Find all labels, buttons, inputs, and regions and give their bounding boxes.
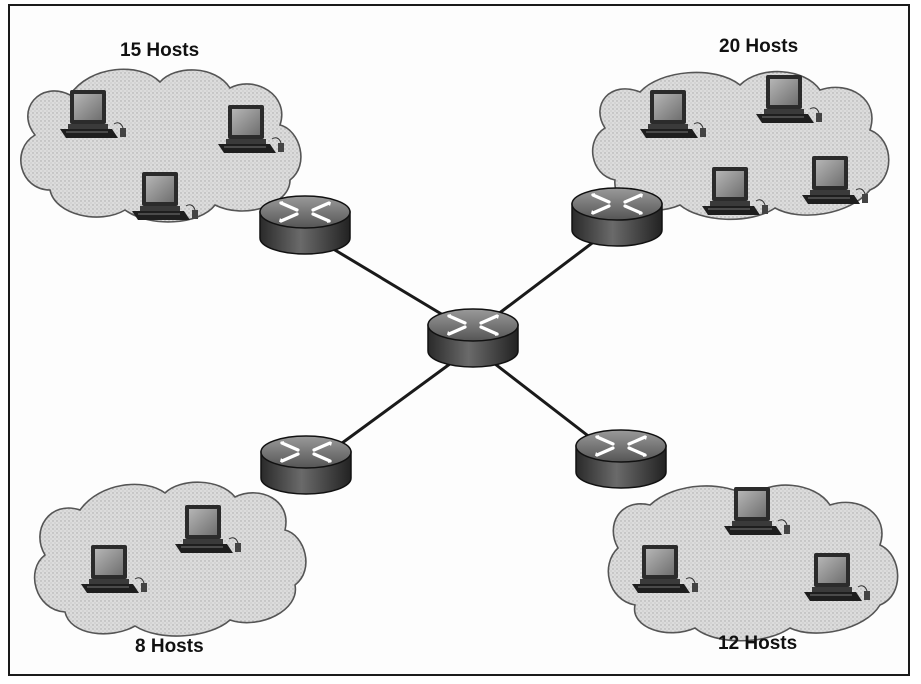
router-icon (570, 186, 664, 248)
host-count-label-top-right: 20 Hosts (719, 36, 799, 57)
host-count-label-bottom-right: 12 Hosts (718, 633, 798, 654)
host-count-label-bottom-left: 8 Hosts (135, 636, 204, 657)
router-icon (426, 307, 520, 369)
router-icon (258, 194, 352, 256)
router-icon (259, 434, 353, 496)
cloud-icon (607, 484, 899, 642)
router-icon (574, 428, 668, 490)
host-count-label-top-left: 15 Hosts (120, 40, 200, 61)
cloud-icon (33, 481, 307, 637)
